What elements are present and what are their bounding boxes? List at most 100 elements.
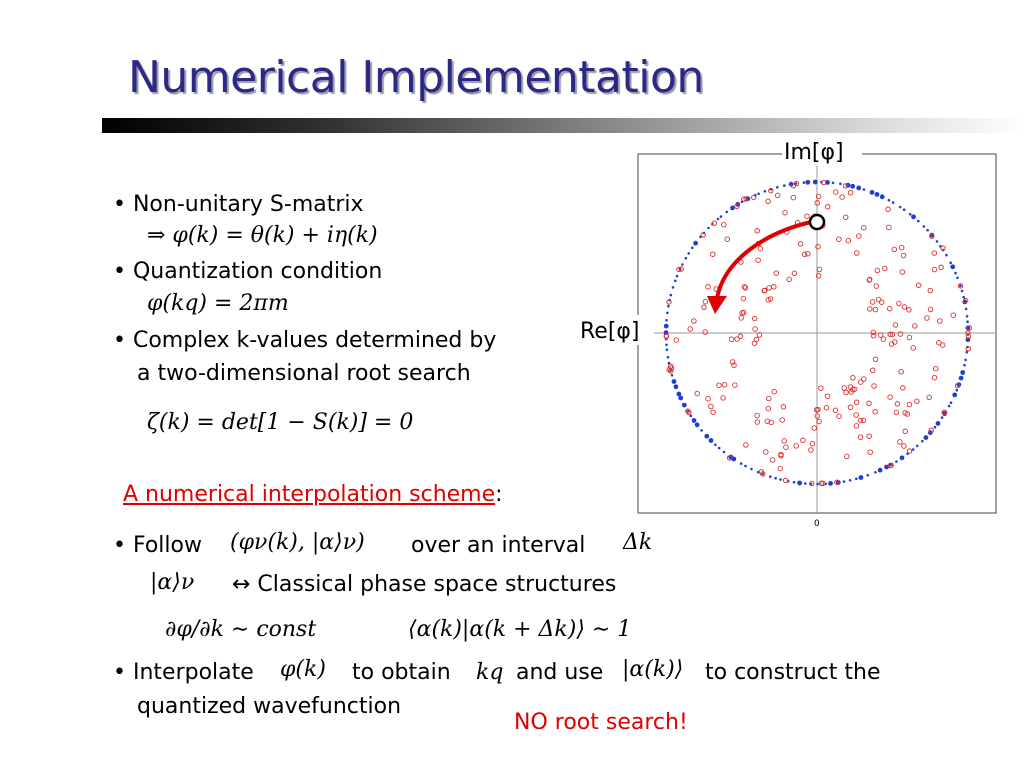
title-underline-bar — [102, 118, 1024, 133]
ring-marker — [663, 330, 669, 336]
ring-marker — [929, 232, 935, 238]
ring-marker — [667, 304, 670, 308]
interior-red-marker — [853, 412, 859, 418]
interior-red-marker — [847, 404, 854, 411]
ring-marker — [728, 454, 734, 460]
interior-red-marker — [754, 419, 761, 425]
interior-red-marker — [701, 304, 707, 311]
ring-marker — [911, 214, 916, 220]
to-construct-text: to construct the — [705, 660, 881, 685]
ring-marker — [959, 284, 962, 288]
ring-marker — [669, 293, 673, 297]
interior-red-marker — [755, 240, 762, 247]
ring-marker — [850, 183, 856, 189]
interior-red-marker — [936, 340, 942, 346]
interior-red-marker — [872, 356, 879, 363]
ring-marker — [694, 422, 700, 428]
interior-red-marker — [769, 457, 776, 463]
interior-red-marker — [742, 285, 749, 291]
ring-red-marker — [790, 183, 797, 189]
interpolation-link[interactable]: A numerical interpolation scheme — [123, 482, 496, 507]
rotation-arrow — [715, 220, 812, 299]
interior-red-marker — [848, 389, 855, 395]
interior-red-marker — [708, 403, 714, 410]
interior-red-marker — [853, 423, 860, 429]
interior-red-marker — [720, 395, 726, 401]
ring-marker — [939, 244, 942, 248]
ring-marker — [825, 180, 830, 185]
ring-marker — [666, 311, 669, 315]
interior-red-marker — [784, 229, 790, 235]
interior-red-marker — [687, 326, 693, 332]
interior-red-marker — [716, 382, 722, 388]
im-label-bg — [782, 136, 862, 166]
interior-red-marker — [902, 428, 908, 435]
ring-marker — [949, 401, 953, 405]
ring-marker — [769, 187, 773, 191]
ring-red-marker — [888, 462, 894, 468]
interior-red-marker — [691, 318, 697, 324]
interior-red-marker — [815, 273, 822, 279]
ring-marker — [714, 443, 717, 447]
ring-marker — [687, 252, 690, 255]
ring-red-marker — [666, 299, 672, 305]
ring-marker — [805, 179, 811, 185]
ring-marker — [848, 479, 852, 482]
ring-red-marker — [666, 367, 672, 373]
ring-marker — [716, 217, 720, 221]
interior-red-marker — [853, 399, 860, 406]
interior-red-marker — [754, 228, 760, 234]
ring-marker — [921, 439, 924, 443]
interior-red-marker — [751, 315, 758, 322]
interior-red-marker — [939, 342, 946, 348]
interior-red-marker — [931, 374, 938, 381]
interior-red-marker — [836, 413, 842, 419]
ring-marker — [942, 411, 947, 417]
ring-marker — [663, 323, 669, 329]
interior-red-marker — [904, 411, 911, 417]
re-label-bg — [578, 315, 654, 345]
interior-red-marker — [927, 306, 934, 313]
ring-marker — [684, 256, 688, 260]
interior-red-marker — [762, 287, 768, 294]
interior-red-marker — [731, 362, 737, 369]
interior-red-marker — [924, 315, 930, 321]
ring-red-marker — [768, 188, 774, 194]
interior-red-marker — [851, 386, 858, 392]
ring-marker — [935, 240, 939, 243]
bullet-complex-k-line2: a two-dimensional root search — [137, 361, 471, 386]
re-axis-label: Re[φ] — [580, 319, 640, 344]
ring-marker — [665, 319, 668, 322]
interior-red-marker — [906, 307, 912, 313]
ring-marker — [915, 444, 919, 448]
interior-red-marker — [779, 417, 785, 423]
start-point-marker — [808, 213, 826, 231]
ring-marker — [906, 452, 909, 456]
interior-red-marker — [815, 406, 821, 413]
ring-marker — [956, 276, 959, 280]
slide-title: Numerical Implementation — [128, 52, 704, 103]
interior-red-marker — [734, 336, 740, 342]
interior-red-marker — [866, 277, 873, 283]
interior-red-marker — [898, 368, 904, 375]
interior-red-marker — [771, 284, 777, 290]
ring-marker — [812, 179, 818, 185]
bullet-non-unitary: • Non-unitary S-matrix — [113, 192, 364, 217]
to-obtain-text: to obtain — [352, 660, 451, 685]
interior-red-marker — [906, 401, 913, 408]
interior-red-marker — [893, 409, 900, 416]
ring-marker — [964, 307, 968, 311]
interior-red-marker — [891, 246, 898, 253]
interior-red-marker — [808, 447, 814, 453]
ring-marker — [719, 215, 723, 218]
interior-red-marker — [815, 193, 822, 200]
ring-marker — [668, 298, 671, 302]
interior-red-marker — [892, 322, 899, 328]
interior-red-marker — [897, 331, 904, 337]
ring-red-marker — [685, 408, 691, 414]
ring-marker — [874, 192, 880, 197]
interior-red-marker — [900, 385, 906, 391]
ring-marker — [671, 379, 677, 384]
ring-marker — [928, 430, 933, 436]
ring-marker — [898, 205, 902, 209]
